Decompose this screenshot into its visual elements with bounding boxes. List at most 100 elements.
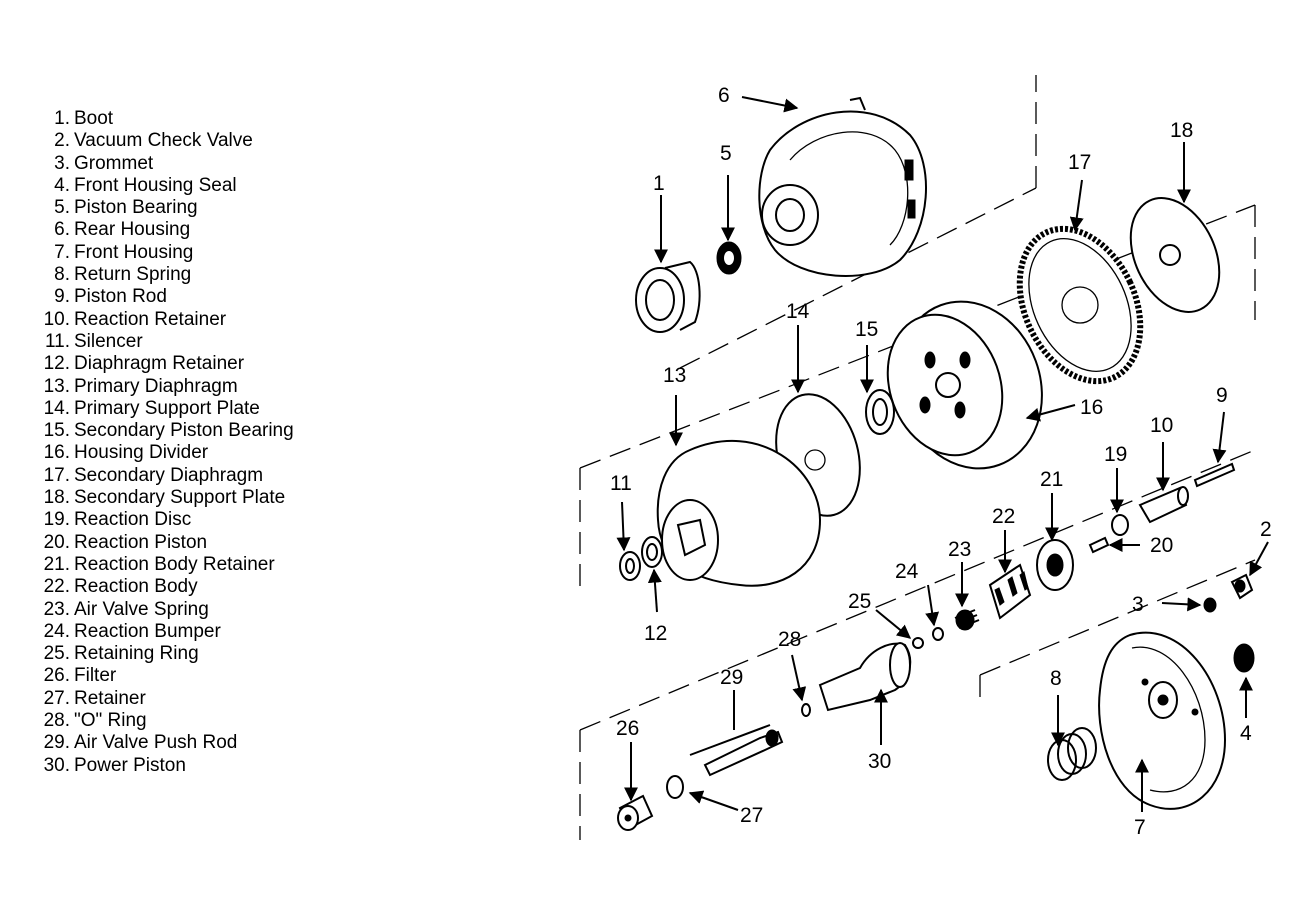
- callout-25: 25: [848, 590, 871, 613]
- callout-15: 15: [855, 318, 878, 341]
- reaction-body-part: [988, 563, 1032, 620]
- grommet-part: [1203, 597, 1217, 613]
- legend-item: 2.Vacuum Check Valve: [30, 130, 294, 152]
- legend-item-number: 26.: [43, 665, 70, 687]
- legend-item-label: Primary Support Plate: [74, 397, 260, 419]
- callout-arrows: [616, 96, 1269, 812]
- legend-item-label: Reaction Body: [74, 576, 198, 598]
- legend-item-number: 20.: [43, 531, 70, 553]
- legend-item: 5.Piston Bearing: [30, 197, 294, 219]
- legend-item-label: Retaining Ring: [74, 643, 199, 665]
- callout-30: 30: [868, 750, 891, 773]
- diaphragm-retainer-part: [641, 536, 663, 568]
- callout-21: 21: [1040, 468, 1063, 491]
- legend-item-number: 27.: [43, 687, 70, 709]
- legend-item: 17.Secondary Diaphragm: [30, 465, 294, 487]
- secondary-piston-bearing-part: [865, 389, 895, 435]
- legend-item-number: 14.: [43, 397, 70, 419]
- legend-item-number: 10.: [43, 308, 70, 330]
- legend-item-number: 12.: [43, 353, 70, 375]
- legend-item-number: 6.: [54, 219, 70, 241]
- legend-item-label: Vacuum Check Valve: [74, 130, 253, 152]
- legend-item-number: 11.: [44, 330, 70, 352]
- callout-22: 22: [992, 505, 1015, 528]
- legend-item-number: 30.: [43, 754, 70, 776]
- vacuum-check-valve-part: [1230, 573, 1254, 600]
- legend-item: 27.Retainer: [30, 688, 294, 710]
- callout-12: 12: [644, 622, 667, 645]
- legend-item-label: Reaction Disc: [74, 509, 192, 531]
- legend-item-number: 9.: [54, 286, 70, 308]
- callout-29: 29: [720, 666, 743, 689]
- legend-item-label: Reaction Retainer: [74, 308, 227, 330]
- legend-item-number: 15.: [43, 420, 70, 442]
- legend-item-label: Piston Rod: [74, 286, 167, 308]
- legend-item-label: Air Valve Push Rod: [74, 732, 238, 754]
- callout-4: 4: [1240, 722, 1252, 745]
- legend-item-label: Boot: [74, 108, 114, 129]
- reaction-retainer-part: [1138, 486, 1189, 524]
- legend-item-number: 2.: [54, 130, 70, 152]
- legend-item-number: 19.: [43, 509, 70, 531]
- legend-item-number: 23.: [43, 598, 70, 620]
- legend-item-label: Return Spring: [74, 264, 192, 286]
- legend-item-number: 13.: [43, 375, 70, 397]
- power-piston-part: [818, 642, 912, 712]
- legend-item-label: Rear Housing: [74, 219, 191, 241]
- callout-13: 13: [663, 364, 686, 387]
- legend-item-label: Power Piston: [74, 754, 186, 776]
- legend-item-label: Piston Bearing: [74, 197, 198, 219]
- callout-28: 28: [778, 628, 801, 651]
- legend-item-label: Reaction Bumper: [74, 620, 221, 642]
- reaction-bumper-part: [932, 627, 944, 641]
- legend-item-label: Reaction Piston: [74, 531, 208, 553]
- callout-2: 2: [1260, 518, 1272, 541]
- legend-item-label: Grommet: [74, 152, 154, 174]
- legend-item-number: 7.: [54, 241, 70, 263]
- reaction-piston-part: [1088, 536, 1110, 554]
- legend-item-number: 22.: [43, 576, 70, 598]
- legend-item: 10.Reaction Retainer: [30, 309, 294, 331]
- callout-1: 1: [653, 172, 665, 195]
- rear-housing-part: [758, 96, 927, 277]
- air-valve-push-rod-part: [689, 724, 784, 777]
- callout-24: 24: [895, 560, 919, 583]
- legend-item-number: 3.: [54, 152, 70, 174]
- legend-item: 23.Air Valve Spring: [30, 599, 294, 621]
- callout-8: 8: [1050, 667, 1062, 690]
- callout-26: 26: [616, 717, 639, 740]
- legend-item: 22.Reaction Body: [30, 576, 294, 598]
- callout-6: 6: [718, 84, 730, 107]
- silencer-part: [619, 551, 641, 581]
- legend-item: 25.Retaining Ring: [30, 643, 294, 665]
- legend-item-number: 4.: [54, 174, 70, 196]
- legend-item: 8.Return Spring: [30, 264, 294, 286]
- boot-part: [635, 260, 701, 333]
- legend-item: 1.Boot: [30, 108, 294, 130]
- callout-14: 14: [786, 300, 810, 323]
- legend-item-label: Housing Divider: [74, 442, 209, 464]
- reaction-disc-part: [1111, 514, 1129, 536]
- legend-item-label: Air Valve Spring: [74, 598, 209, 620]
- legend-item-number: 16.: [43, 442, 70, 464]
- legend-item-number: 25.: [43, 643, 70, 665]
- piston-rod-part: [1193, 462, 1236, 488]
- legend-item: 4.Front Housing Seal: [30, 175, 294, 197]
- housing-divider-part: [886, 300, 1043, 470]
- callout-3: 3: [1132, 593, 1144, 616]
- retaining-ring-part: [912, 637, 924, 649]
- return-spring-part: [1047, 727, 1097, 781]
- legend-item-label: Diaphragm Retainer: [74, 353, 245, 375]
- callout-17: 17: [1068, 151, 1091, 174]
- legend-item-number: 5.: [54, 197, 70, 219]
- legend-item: 3.Grommet: [30, 153, 294, 175]
- legend-item-label: Retainer: [74, 687, 146, 709]
- callout-11: 11: [610, 472, 632, 495]
- legend-item-label: Primary Diaphragm: [74, 375, 238, 397]
- legend-item-number: 24.: [43, 620, 70, 642]
- callout-19: 19: [1104, 443, 1127, 466]
- legend-item-label: Filter: [74, 665, 117, 687]
- legend-item-number: 1.: [54, 108, 70, 129]
